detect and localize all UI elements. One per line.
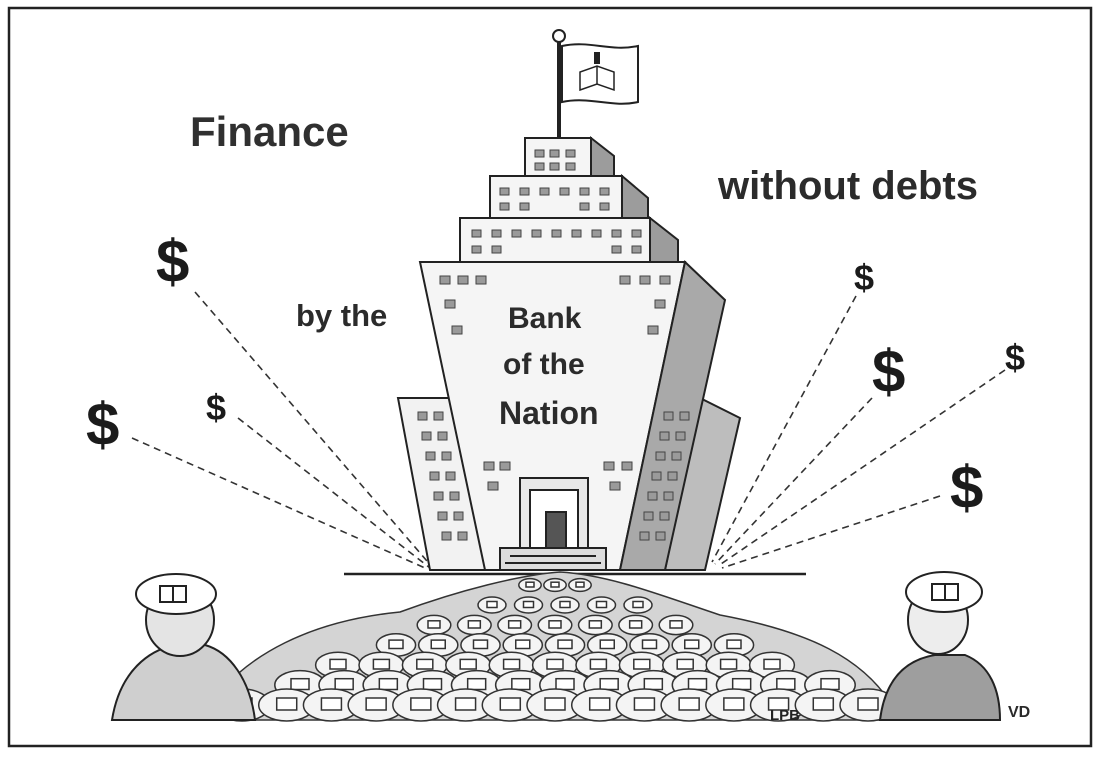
caption-nation: Nation bbox=[499, 395, 599, 431]
cap-book-emblem bbox=[454, 697, 477, 711]
cap-book-emblem bbox=[459, 658, 477, 670]
cap-book-emblem bbox=[388, 639, 404, 650]
building-windows bbox=[417, 149, 690, 541]
cap-book-emblem bbox=[427, 620, 441, 629]
cap-badge-label: LPB bbox=[770, 707, 800, 724]
cap-book-emblem bbox=[599, 639, 615, 650]
caption-by-the: by the bbox=[296, 298, 388, 333]
cap-book-emblem bbox=[410, 697, 432, 711]
cap-book-emblem bbox=[546, 658, 564, 670]
caption-of-the: of the bbox=[503, 348, 585, 381]
cap-book-emblem bbox=[599, 677, 619, 691]
cap-book-emblem bbox=[857, 697, 879, 711]
cap-book-emblem bbox=[548, 620, 562, 629]
caption-finance: Finance bbox=[190, 108, 349, 155]
cap-book-emblem bbox=[544, 697, 566, 711]
cap-book-emblem bbox=[472, 639, 489, 650]
caption-without-debts: without debts bbox=[718, 164, 978, 208]
cap-book-emblem bbox=[595, 600, 608, 609]
artist-signature: VD bbox=[1008, 704, 1031, 721]
cap-book-emblem bbox=[320, 697, 343, 711]
cap-book-emblem bbox=[588, 620, 603, 629]
cap-book-emblem bbox=[763, 658, 781, 670]
cap-book-emblem bbox=[290, 677, 310, 691]
cap-book-emblem bbox=[557, 639, 573, 650]
cap-book-emblem bbox=[416, 658, 434, 670]
cap-book-emblem bbox=[776, 677, 796, 691]
cap-book-emblem bbox=[575, 581, 585, 588]
cap-book-emblem bbox=[632, 600, 644, 609]
cap-book-emblem bbox=[767, 697, 790, 711]
caption-bank: Bank bbox=[508, 302, 582, 335]
cap-book-emblem bbox=[502, 658, 521, 670]
cap-book-emblem bbox=[726, 639, 742, 650]
cap-book-emblem bbox=[684, 639, 700, 650]
dollar-symbol-left-top: $ bbox=[156, 228, 190, 295]
cap-book-emblem bbox=[633, 658, 651, 670]
cap-book-emblem bbox=[820, 677, 840, 691]
dollar-symbol-left-small: $ bbox=[206, 387, 227, 428]
cap-book-emblem bbox=[555, 677, 575, 691]
cap-book-emblem bbox=[687, 677, 708, 691]
cap-book-emblem bbox=[486, 600, 498, 609]
cap-book-emblem bbox=[633, 697, 656, 711]
dollar-symbol-right-top: $ bbox=[854, 257, 875, 298]
cap-book-emblem bbox=[507, 620, 522, 629]
dollar-symbol-right-bottom: $ bbox=[950, 454, 984, 521]
cap-book-emblem bbox=[372, 658, 391, 670]
left-observer-figure bbox=[110, 573, 257, 721]
cap-book-emblem bbox=[422, 677, 443, 691]
cap-book-emblem bbox=[731, 677, 752, 691]
cap-book-emblem bbox=[378, 677, 399, 691]
dollar-symbol-right-mid: $ bbox=[872, 338, 906, 405]
cap-book-emblem bbox=[628, 620, 643, 629]
bank-flag bbox=[552, 29, 639, 140]
cap-book-emblem bbox=[550, 581, 560, 588]
cap-book-emblem bbox=[329, 658, 347, 670]
cap-book-emblem bbox=[525, 581, 535, 588]
cap-book-emblem bbox=[719, 658, 738, 670]
cap-book-emblem bbox=[669, 620, 683, 629]
cap-book-emblem bbox=[275, 697, 298, 711]
cap-book-emblem bbox=[641, 639, 658, 650]
open-book-with-torch-emblem bbox=[579, 52, 615, 92]
cap-book-emblem bbox=[499, 697, 522, 711]
cap-book-emblem bbox=[430, 639, 446, 650]
cap-book-emblem bbox=[723, 697, 745, 711]
cap-book-emblem bbox=[589, 658, 608, 670]
left-dollar-rays bbox=[131, 291, 434, 569]
right-dollar-rays bbox=[711, 295, 1006, 569]
cap-book-emblem bbox=[678, 697, 700, 711]
right-observer-figure bbox=[878, 571, 1002, 721]
cap-book-emblem bbox=[643, 677, 664, 691]
cap-book-emblem bbox=[511, 677, 531, 691]
cap-book-emblem bbox=[812, 697, 835, 711]
cap-book-emblem bbox=[365, 697, 387, 711]
dollar-symbol-right-far: $ bbox=[1005, 337, 1026, 378]
cap-book-emblem bbox=[515, 639, 531, 650]
cap-book-emblem bbox=[588, 697, 611, 711]
cap-book-emblem bbox=[467, 620, 482, 629]
cap-book-emblem bbox=[334, 677, 354, 691]
cap-book-emblem bbox=[676, 658, 694, 670]
cap-book-emblem bbox=[466, 677, 487, 691]
cap-book-emblem bbox=[559, 600, 571, 609]
dollar-symbol-left-bottom: $ bbox=[86, 391, 120, 458]
cap-book-emblem bbox=[522, 600, 535, 609]
